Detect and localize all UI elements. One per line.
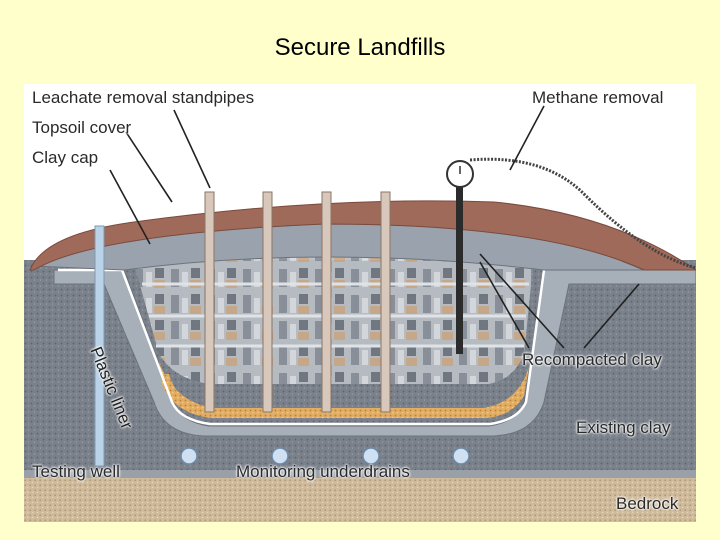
recompacted-clay-basin [53,269,696,437]
label-clay-cap: Clay cap [32,148,99,167]
label-bedrock: Bedrock [616,494,679,513]
plastic-liner [58,268,546,426]
standpipe [380,191,391,413]
label-topsoil-cover: Topsoil cover [32,118,132,137]
label-leachate-standpipes: Leachate removal standpipes [32,88,255,107]
label-recompacted-clay: Recompacted clay [522,350,662,369]
underdrain [180,447,198,465]
underdrain [271,447,289,465]
label-testing-well: Testing well [32,462,120,481]
landfill-diagram: Leachate removal standpipes Topsoil cove… [24,84,696,522]
topsoil-cover [29,200,696,271]
bedrock-layer [24,476,696,522]
methane-vent-pipe [456,170,463,354]
leader-lines [109,105,640,349]
slide-title: Secure Landfills [274,34,446,61]
landfill-illustration [24,105,696,522]
standpipe [321,191,332,413]
underdrain [452,447,470,465]
label-existing-clay: Existing clay [576,418,671,437]
standpipe [204,191,215,413]
testing-well [94,225,105,467]
standpipe [262,191,273,413]
underdrain [362,447,380,465]
label-monitoring-underdrains: Monitoring underdrains [236,462,410,481]
label-methane-removal: Methane removal [532,88,664,107]
methane-hose [469,157,696,270]
